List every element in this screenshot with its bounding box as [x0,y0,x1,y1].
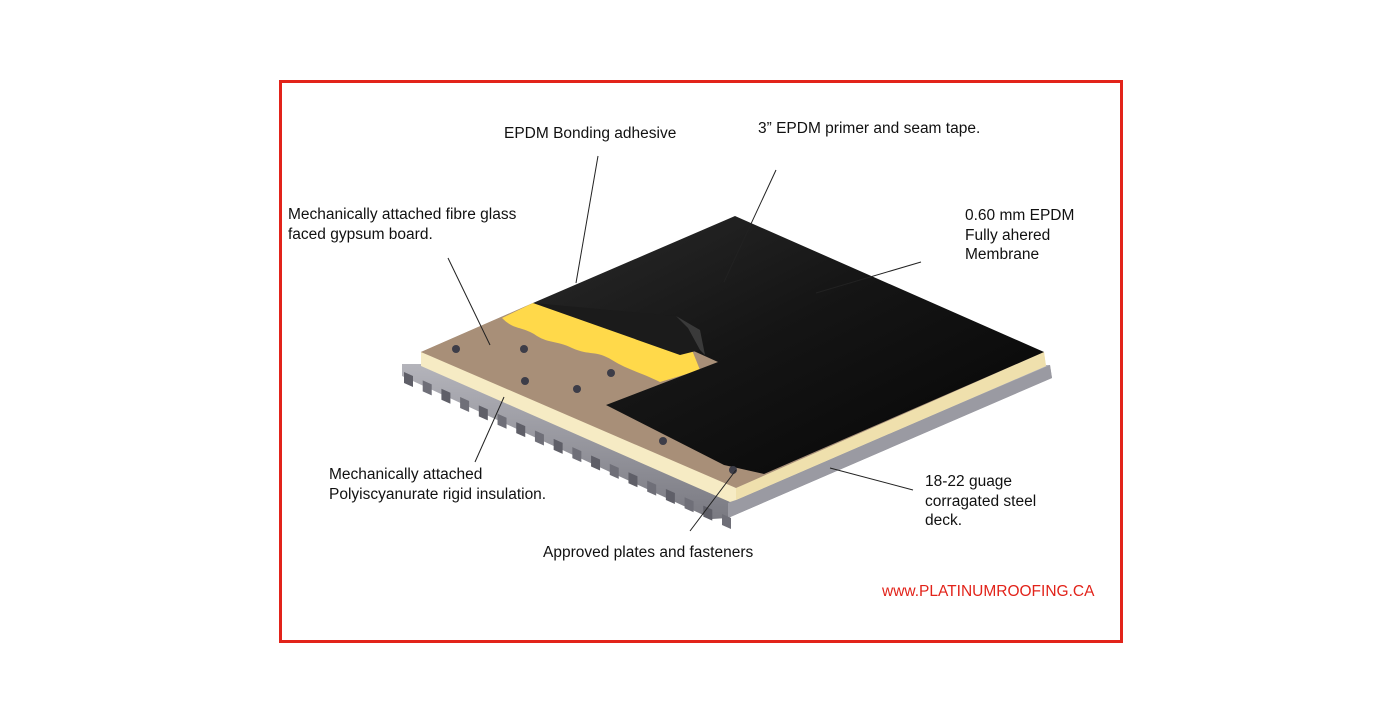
deck-flute [460,397,470,413]
deck-flute [609,463,619,479]
fastener [607,369,615,377]
deck-flute [703,505,713,521]
fastener [573,385,581,393]
fastener [659,437,667,445]
label-primer-seam-tape: 3” EPDM primer and seam tape. [758,120,981,137]
deck-flute [665,488,675,504]
deck-flute [591,455,601,471]
label-gypsum-board: Mechanically attached fibre glass faced … [288,206,517,243]
deck-flute [534,430,544,446]
label-fasteners: Approved plates and fasteners [543,544,754,561]
leader-line-membrane [815,261,922,294]
diagram-frame [279,80,1123,643]
leader-line-gypsum [447,257,491,346]
membrane-fold [533,303,700,355]
epdm-membrane [533,216,1044,474]
deck-flutes [404,372,731,529]
fastener [452,345,460,353]
deck-flute [422,380,432,396]
label-steel-deck: 18-22 guage corragated steel deck. [925,473,1037,529]
leader-line-steel-deck [829,467,914,491]
deck-flute [497,413,507,429]
fastener [520,345,528,353]
leader-lines [447,155,922,532]
deck-flute [441,388,451,404]
deck-flute [628,472,638,488]
website-link[interactable]: www.PLATINUMROOFING.CA [882,583,1095,600]
leader-line-fasteners [689,469,737,532]
fasteners [452,345,737,474]
membrane-fold-edge [676,316,705,355]
label-insulation: Mechanically attached Polyiscyanurate ri… [329,466,547,503]
leader-line-seam-tape [723,169,777,283]
deck-flute [722,514,731,529]
leader-line-insulation [474,396,505,463]
deck-flute [647,480,657,496]
deck-flute [553,438,563,454]
label-bonding-adhesive: EPDM Bonding adhesive [504,125,677,142]
deck-flute [478,405,488,421]
insulation-edge [736,352,1046,500]
deck-flute [684,497,694,513]
label-membrane: 0.60 mm EPDM Fully ahered Membrane [965,207,1075,263]
deck-flute [404,372,413,387]
deck-flute [572,447,582,463]
deck-flute [516,422,526,438]
leader-line-adhesive [575,155,599,284]
fastener [521,377,529,385]
